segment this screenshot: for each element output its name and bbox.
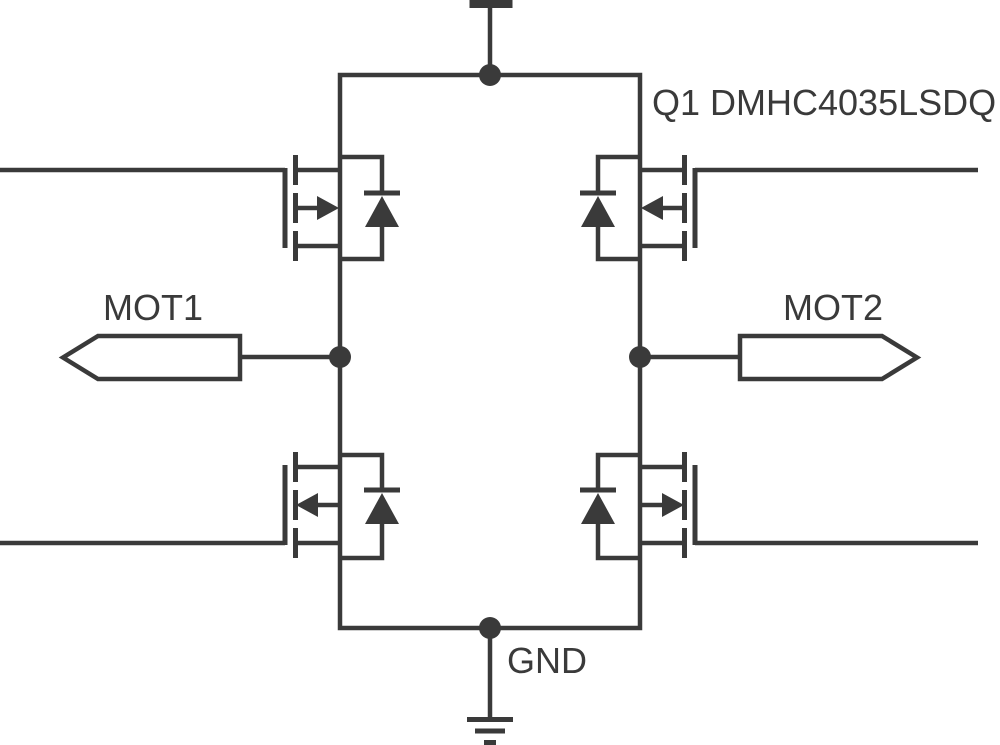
vcc-power-symbol-icon bbox=[469, 0, 513, 75]
net-flag-mot2: MOT2 bbox=[640, 287, 922, 382]
body-arrow-icon bbox=[662, 493, 684, 517]
ground-symbol-icon: GND bbox=[467, 628, 587, 745]
body-arrow-icon bbox=[317, 196, 339, 220]
mot2-label: MOT2 bbox=[783, 287, 883, 328]
body-diode-icon bbox=[340, 154, 400, 262]
body-arrow-icon bbox=[296, 493, 318, 517]
mot1-label: MOT1 bbox=[103, 287, 203, 328]
gnd-label: GND bbox=[507, 640, 587, 681]
mosfet-top-right-pchannel-icon bbox=[580, 154, 978, 262]
mosfet-top-left-pchannel-icon bbox=[0, 154, 400, 262]
net-flag-mot1: MOT1 bbox=[58, 287, 340, 382]
body-diode-icon bbox=[580, 452, 640, 561]
mosfet-bottom-left-nchannel-icon bbox=[0, 452, 400, 561]
junction-dot-top bbox=[479, 64, 501, 86]
bridge-rail-wires bbox=[337, 72, 643, 631]
vcc-bar bbox=[469, 0, 513, 8]
mosfet-bottom-right-nchannel-icon bbox=[580, 452, 978, 561]
body-arrow-icon bbox=[641, 196, 663, 220]
body-diode-icon bbox=[340, 452, 400, 561]
mot1-flag-icon bbox=[58, 333, 243, 382]
part-reference-label: Q1 DMHC4035LSDQ bbox=[652, 82, 996, 123]
mot2-flag-icon bbox=[737, 333, 922, 382]
body-diode-icon bbox=[580, 154, 640, 262]
